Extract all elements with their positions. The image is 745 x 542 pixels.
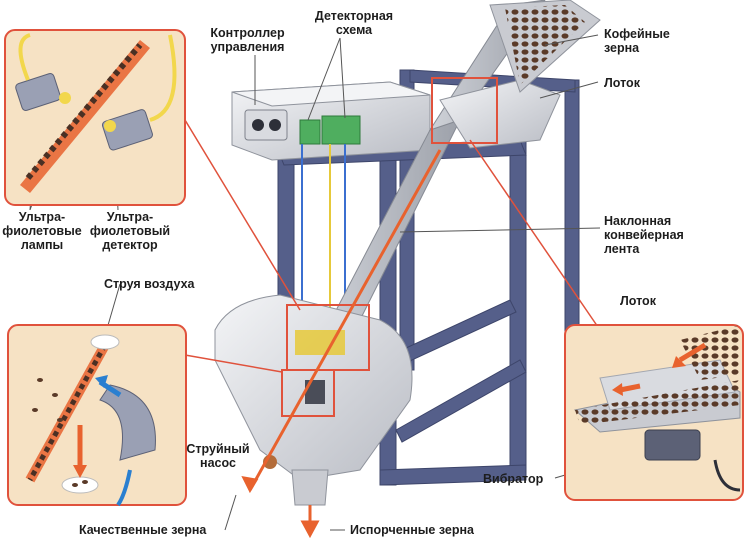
coffee-beans-label-line2: зерна [604,41,640,55]
uv-detector-label-line1: Ультра- [106,210,154,224]
highlight-frames [281,77,498,417]
jet-pump-label-line1: Струйный [186,442,250,456]
tray-top-label: Лоток [604,76,640,90]
inclined-belt-label-line2: конвейерная [604,228,684,242]
uv-detector-label-line3: детектор [102,238,158,252]
uv-detector-label-line2: фиолетовый [89,224,171,238]
separation-chamber [214,294,413,506]
feed-hopper [439,0,601,149]
inclined-belt-label-line3: лента [604,242,640,256]
vibrator-label: Вибратор [483,472,544,486]
inset-vibrating-tray [564,324,744,501]
connector-lines [184,119,601,373]
detector-circuit-label-line2: схема [335,23,373,37]
spoiled-beans-label: Испорченные зерна [350,523,474,537]
quality-beans-label: Качественные зерна [79,523,207,537]
tray-right-label: Лоток [620,294,656,308]
uv-lamps-label-line1: Ультра- [18,210,66,224]
inset-uv-detection [4,29,186,206]
controller-label-line2: управления [210,40,285,54]
bean-path [241,149,442,539]
air-jet-label: Струя воздуха [104,277,195,291]
inclined-belt-label-line1: Наклонная [604,214,672,228]
detector-circuit-label-line1: Детекторная [314,9,394,23]
coffee-beans-label-line1: Кофейные [604,27,670,41]
jet-pump-label-line2: насос [200,456,236,470]
controller-label-line1: Контроллер [210,26,285,40]
control-box [231,81,431,161]
uv-lamps-label-line2: фиолетовые [2,224,82,238]
inset-air-jet [7,324,187,507]
uv-lamps-label-line3: лампы [20,238,64,252]
